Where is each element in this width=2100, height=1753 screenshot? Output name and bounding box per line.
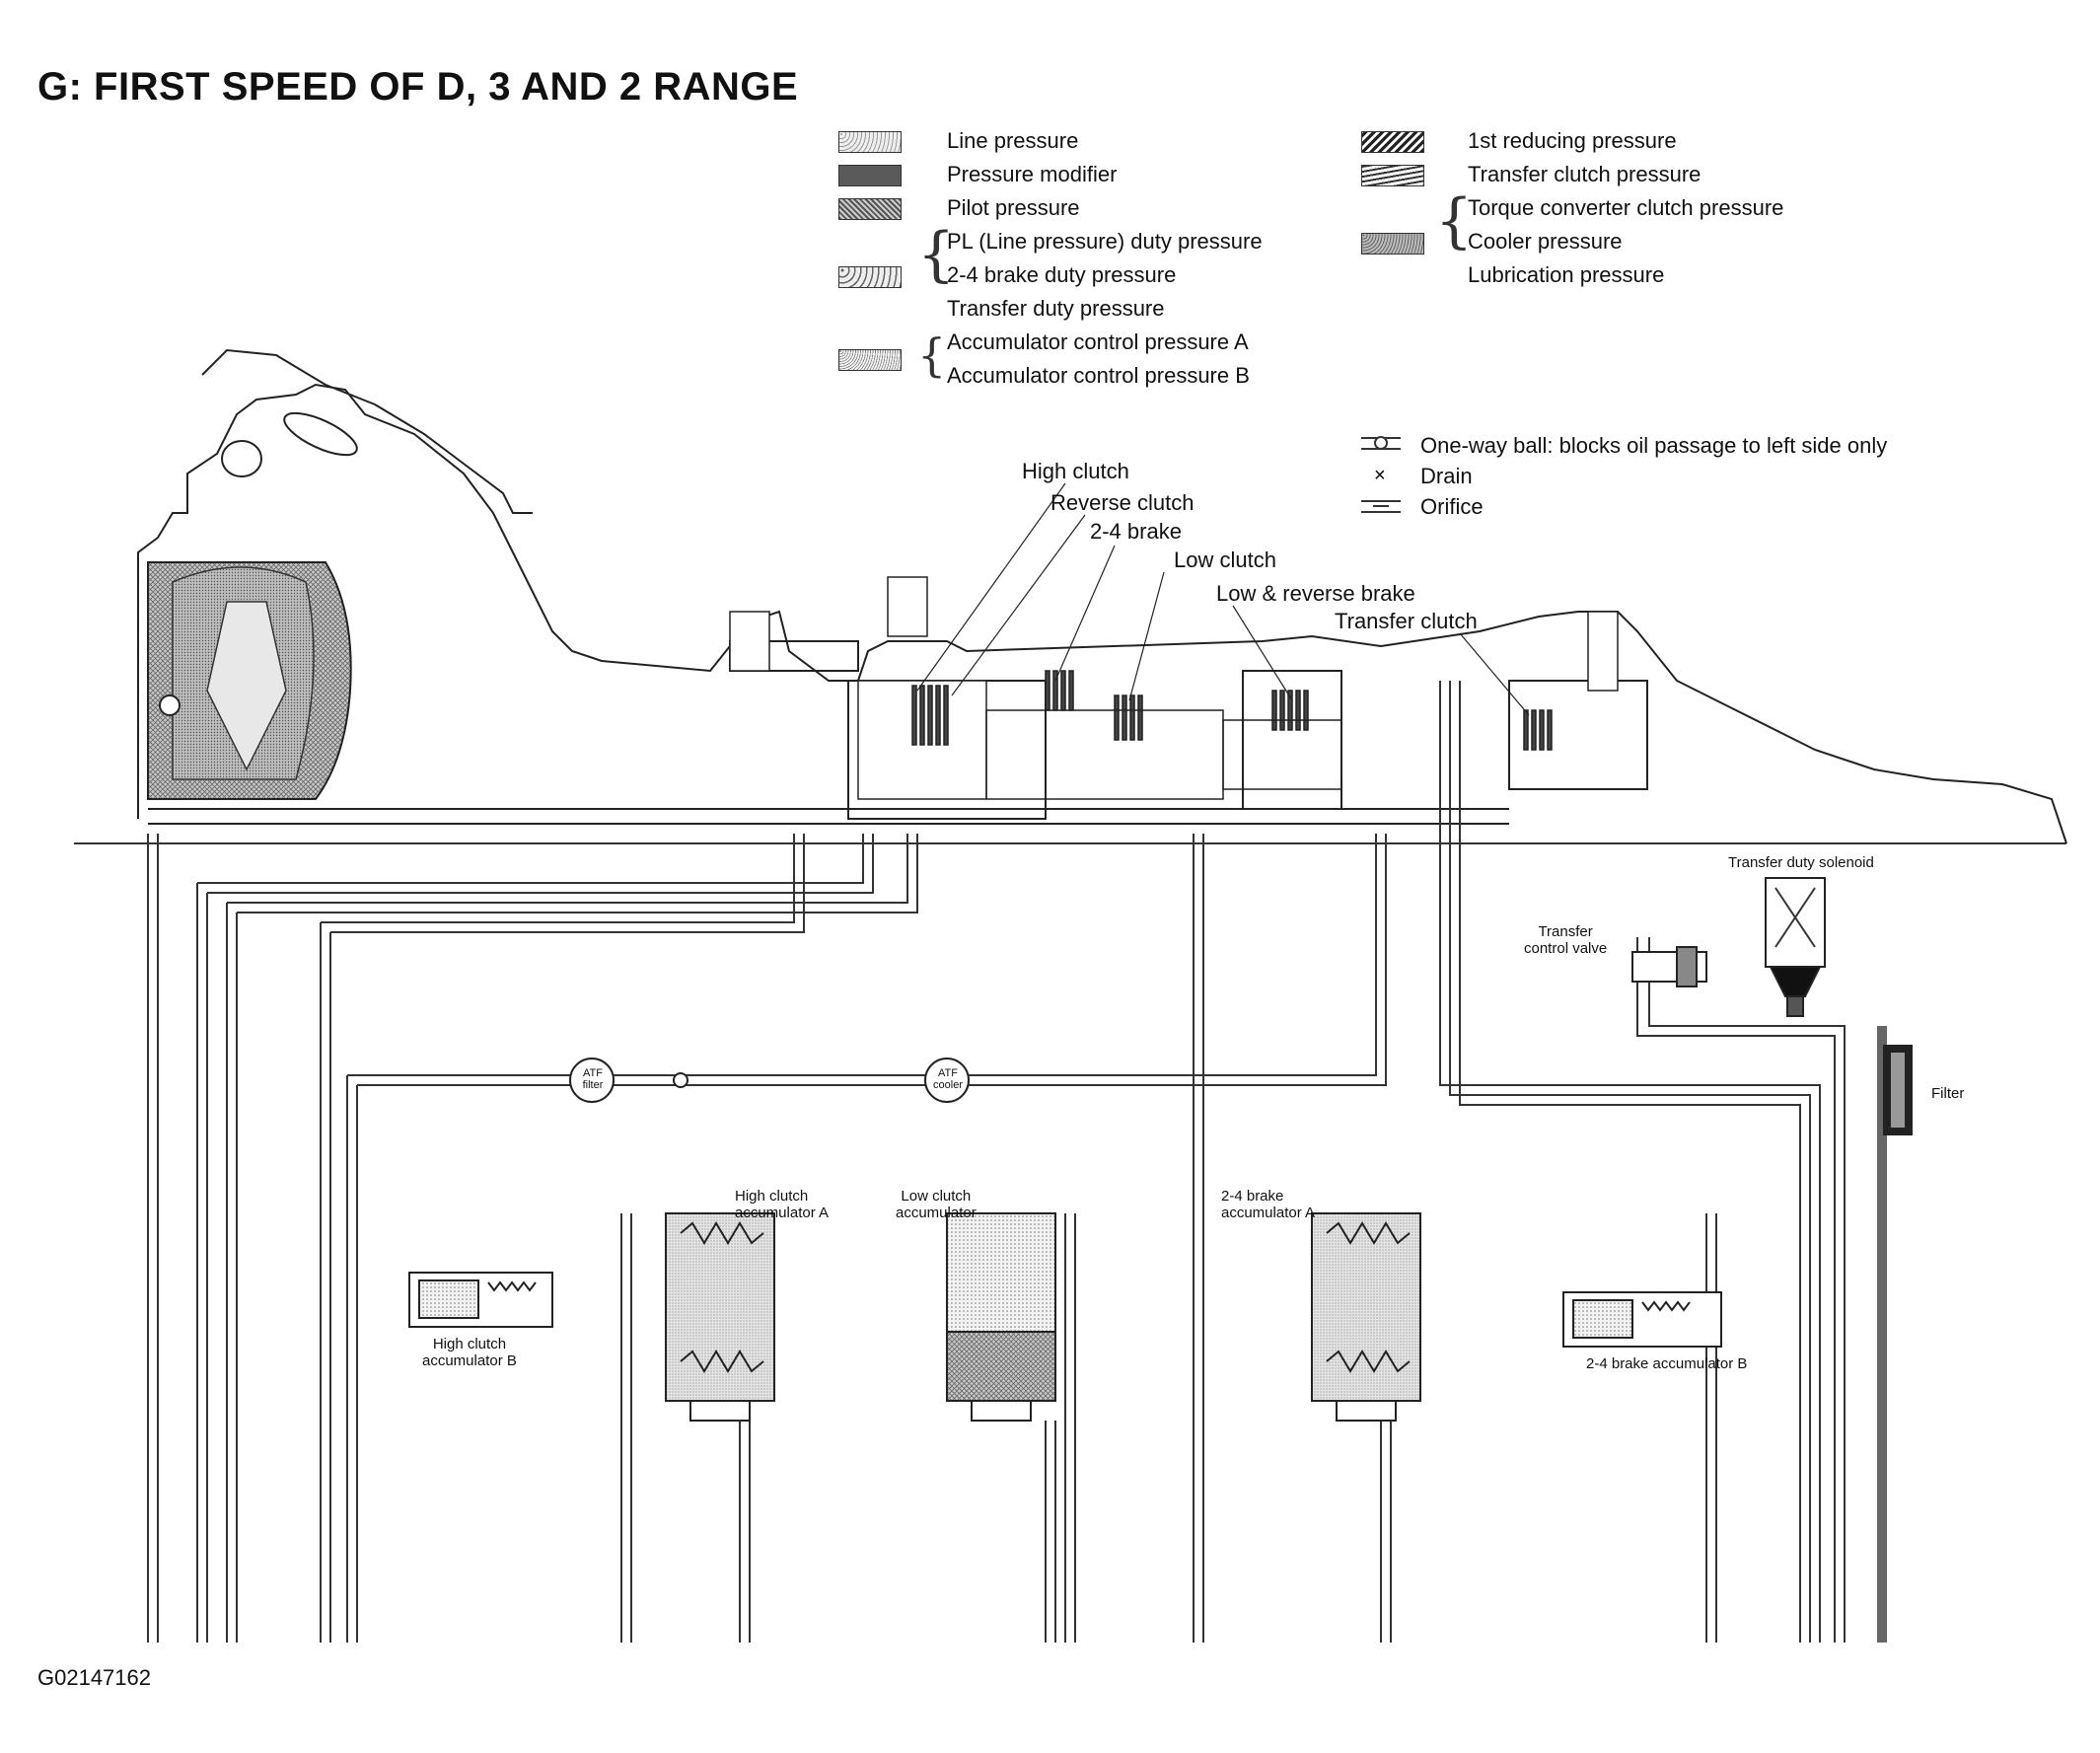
legend-label-pl-duty: PL (Line pressure) duty pressure bbox=[947, 229, 1263, 254]
label-2-4-brake-acc-b: 2-4 brake accumulator B bbox=[1586, 1355, 1748, 1372]
transfer-control-valve bbox=[1631, 946, 1707, 987]
legend-label-accum-b: Accumulator control pressure B bbox=[947, 363, 1250, 388]
page-title: G: FIRST SPEED OF D, 3 AND 2 RANGE bbox=[37, 65, 799, 109]
legend-label-accum-a: Accumulator control pressure A bbox=[947, 329, 1249, 354]
label-reverse-clutch: Reverse clutch bbox=[1050, 490, 1195, 515]
label-transfer-control-valve: Transfer control valve bbox=[1524, 923, 1607, 957]
label-low-clutch-acc-line1: Low clutch bbox=[901, 1188, 972, 1205]
legend-brace-duty: { bbox=[917, 220, 956, 289]
low-clutch-accumulator bbox=[946, 1212, 1056, 1422]
label-filter: Filter bbox=[1931, 1085, 1965, 1102]
filter bbox=[1883, 1045, 1913, 1135]
legend-label-transfer-duty: Transfer duty pressure bbox=[947, 296, 1165, 321]
label-high-clutch-acc-a-line1: High clutch bbox=[735, 1188, 809, 1205]
legend-swatch-line-pressure bbox=[838, 131, 902, 153]
label-atf-filter-line1: ATF bbox=[583, 1067, 603, 1079]
label-high-clutch: High clutch bbox=[1022, 459, 1129, 483]
label-atf-filter-line2: filter bbox=[582, 1079, 604, 1091]
label-high-clutch-acc-b: High clutch accumulator B bbox=[422, 1336, 517, 1369]
label-2-4-brake-acc-a: 2-4 brake accumulator A bbox=[1221, 1188, 1315, 1221]
label-low-clutch-acc-line2: accumulator bbox=[896, 1205, 977, 1221]
label-atf-cooler-line2: cooler bbox=[933, 1079, 963, 1091]
drain-x-icon: × bbox=[1374, 465, 1386, 486]
symbol-label-drain: Drain bbox=[1420, 464, 1473, 488]
2-4-brake-accumulator-b bbox=[1562, 1291, 1722, 1348]
label-2-4-brake-acc-a-line2: accumulator A bbox=[1221, 1205, 1316, 1221]
legend-label-transfer-clutch: Transfer clutch pressure bbox=[1468, 162, 1702, 186]
clutch-assemblies bbox=[729, 576, 1619, 800]
label-atf-filter: ATF filter bbox=[580, 1067, 606, 1091]
legend-swatch-accumulator-control bbox=[838, 349, 902, 371]
transfer-duty-solenoid bbox=[1765, 877, 1826, 1017]
one-way-ball-icon bbox=[1361, 436, 1401, 450]
symbol-label-one-way-ball: One-way ball: blocks oil passage to left… bbox=[1420, 433, 1888, 458]
legend-swatch-transfer-clutch bbox=[1361, 165, 1424, 186]
legend-label-torque-converter: Torque converter clutch pressure bbox=[1468, 195, 1784, 220]
legend-label-1st-reducing: 1st reducing pressure bbox=[1468, 128, 1677, 153]
label-leaders bbox=[916, 482, 1530, 716]
label-transfer-clutch: Transfer clutch bbox=[1335, 609, 1478, 633]
torque-converter bbox=[147, 561, 352, 800]
legend-label-pilot-pressure: Pilot pressure bbox=[947, 195, 1080, 220]
legend-swatch-cooler bbox=[1361, 233, 1424, 255]
legend-swatch-1st-reducing bbox=[1361, 131, 1424, 153]
label-low-clutch: Low clutch bbox=[1174, 548, 1276, 572]
label-low-clutch-acc: Low clutch accumulator bbox=[896, 1188, 977, 1221]
legend-swatch-duty-pressure bbox=[838, 266, 902, 288]
label-high-clutch-acc-a-line2: accumulator A bbox=[735, 1205, 830, 1221]
legend-swatch-pilot-pressure bbox=[838, 198, 902, 220]
label-high-clutch-acc-b-line1: High clutch bbox=[432, 1336, 507, 1352]
label-atf-cooler-line1: ATF bbox=[938, 1067, 958, 1079]
legend-label-cooler: Cooler pressure bbox=[1468, 229, 1623, 254]
one-way-ball-inline bbox=[673, 1072, 688, 1088]
transmission-housing bbox=[137, 348, 2067, 844]
legend-swatch-pressure-modifier bbox=[838, 165, 902, 186]
legend-label-pressure-modifier: Pressure modifier bbox=[947, 162, 1118, 186]
label-transfer-control-valve-line1: Transfer bbox=[1538, 923, 1593, 940]
label-2-4-brake: 2-4 brake bbox=[1090, 519, 1182, 544]
label-transfer-duty-solenoid: Transfer duty solenoid bbox=[1728, 854, 1874, 871]
label-high-clutch-acc-a: High clutch accumulator A bbox=[735, 1188, 829, 1221]
hydraulic-lines bbox=[147, 681, 1887, 1643]
legend-brace-cooler: { bbox=[1435, 186, 1474, 256]
legend-label-line-pressure: Line pressure bbox=[947, 128, 1079, 153]
legend-brace-accum: { bbox=[917, 329, 947, 382]
2-4-brake-accumulator-a bbox=[1311, 1212, 1421, 1422]
label-high-clutch-acc-b-line2: accumulator B bbox=[422, 1352, 517, 1369]
figure-id: G02147162 bbox=[37, 1665, 151, 1690]
atf-cooler-icon bbox=[924, 1058, 970, 1103]
symbol-label-orifice: Orifice bbox=[1420, 494, 1484, 519]
high-clutch-accumulator-a bbox=[665, 1212, 775, 1422]
legend-label-24-brake-duty: 2-4 brake duty pressure bbox=[947, 262, 1177, 287]
atf-filter-icon bbox=[569, 1058, 615, 1103]
label-2-4-brake-acc-a-line1: 2-4 brake bbox=[1221, 1188, 1284, 1205]
high-clutch-accumulator-b bbox=[408, 1272, 553, 1328]
label-atf-cooler: ATF cooler bbox=[933, 1067, 963, 1091]
label-low-reverse-brake: Low & reverse brake bbox=[1216, 581, 1415, 606]
orifice-icon bbox=[1361, 500, 1401, 513]
label-transfer-control-valve-line2: control valve bbox=[1524, 940, 1608, 957]
legend-label-lubrication: Lubrication pressure bbox=[1468, 262, 1665, 287]
